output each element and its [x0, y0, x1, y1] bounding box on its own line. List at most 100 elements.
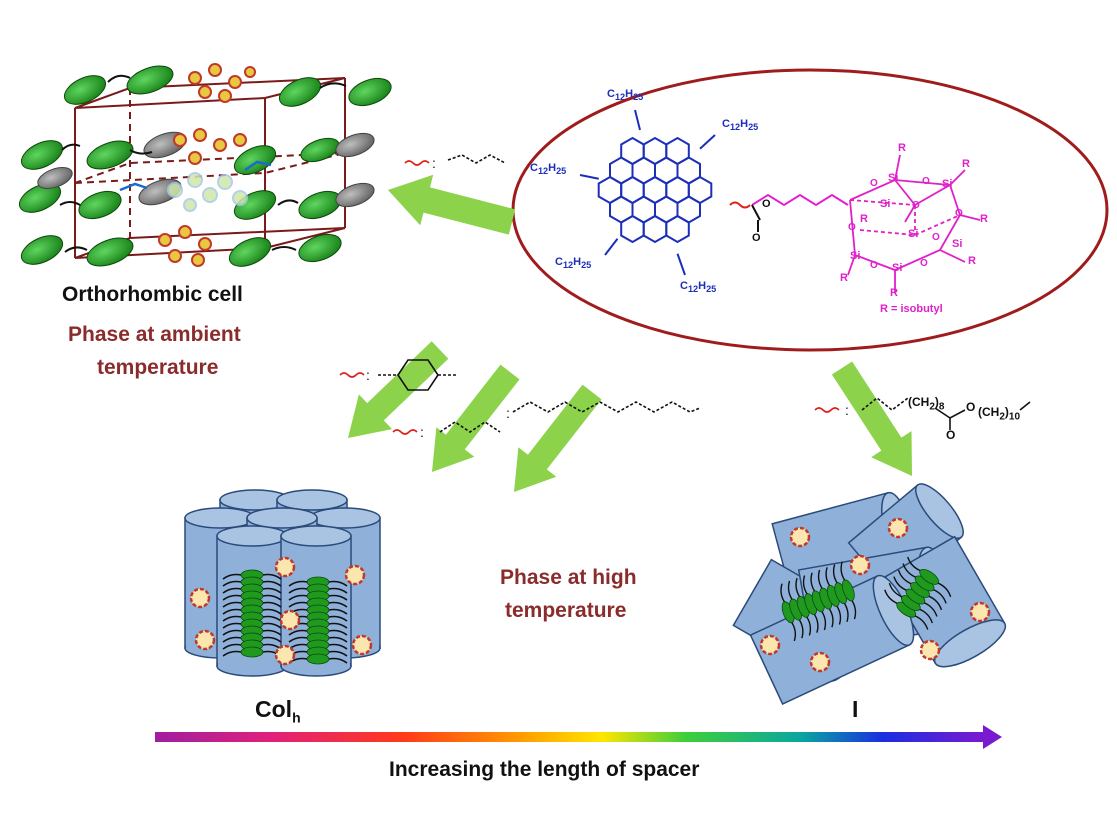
cylinder-top — [276, 489, 348, 511]
alkyl-tail — [222, 608, 282, 615]
green-arrow — [348, 341, 449, 438]
chain-25: 25 — [556, 166, 567, 177]
poss-cluster — [189, 587, 211, 609]
poss-clusters — [158, 63, 256, 267]
poss-si-1: Si — [888, 172, 899, 184]
spacer4-formula-b: (CH2)10 — [978, 405, 1020, 422]
poss-o-4: O — [848, 222, 856, 233]
poss-cluster — [887, 517, 909, 539]
alkyl-tail — [222, 636, 282, 643]
chain-h: H — [573, 256, 582, 268]
green-arrow — [388, 174, 516, 235]
poss-cluster — [759, 634, 781, 656]
chain-12: 12 — [537, 166, 549, 177]
chain-c: C — [530, 162, 538, 174]
alkyl-tail — [897, 569, 943, 611]
chain-25: 25 — [581, 260, 592, 271]
alkyl-tail — [832, 564, 849, 622]
alkyl-tail — [817, 569, 834, 628]
poss-si-3: Si — [880, 198, 891, 210]
ester-oxygen-1: O — [762, 198, 771, 210]
molecule-oval — [511, 68, 1109, 352]
chain-c: C — [680, 280, 688, 292]
high-phase-label-line1: Phase at high — [500, 566, 637, 589]
svg-text::: : — [366, 367, 370, 383]
chain-c: C — [555, 256, 563, 268]
chain-25: 25 — [633, 92, 644, 103]
poss-r-3: R — [980, 213, 988, 225]
hbc-chain-stub — [676, 253, 686, 276]
cylinder-top — [246, 507, 318, 529]
poss-o-8: O — [920, 258, 928, 269]
chain-label-top: C12H25 — [607, 88, 643, 102]
alkyl-tail — [795, 578, 812, 636]
poss-r-2: R — [962, 158, 970, 170]
poss-si-6: Si — [850, 250, 861, 262]
green-arrow — [432, 364, 520, 472]
chain-label-left: C12H25 — [530, 162, 566, 176]
chain-h: H — [625, 88, 634, 100]
hbc-core-structure — [579, 109, 716, 276]
poss-cluster — [194, 629, 216, 651]
colh-label: Colh — [255, 696, 301, 726]
alkyl-tail — [902, 563, 947, 604]
spacer-colons: ::: :: — [366, 155, 849, 440]
alkyl-tail — [893, 576, 938, 617]
poss-o-2: O — [922, 176, 930, 187]
tumbled-cylinder — [749, 574, 915, 706]
poss-cage-structure — [847, 154, 981, 292]
disc — [240, 646, 264, 658]
ambient-phase-label-line1: Phase at ambient — [68, 323, 241, 346]
spacer4-oxygen-2: O — [946, 428, 956, 442]
spacer4-ch-b: (CH — [978, 405, 1000, 419]
chain-25: 25 — [706, 284, 717, 295]
poss-o-5: O — [955, 208, 963, 219]
isotropic-label: I — [852, 696, 859, 722]
ester-spacer-chain — [729, 193, 849, 232]
alkyl-tail — [222, 594, 282, 601]
poss-r-1: R — [898, 142, 906, 154]
chain-12: 12 — [687, 284, 699, 295]
chain-12: 12 — [562, 260, 574, 271]
cylinder-top — [184, 507, 256, 529]
alkyl-tail — [222, 629, 282, 636]
chain-12: 12 — [614, 92, 626, 103]
chain-25: 25 — [748, 122, 759, 133]
poss-o-3: O — [912, 200, 920, 211]
spacer4-oxygen-1: O — [966, 400, 976, 414]
orthorhombic-cell-label: Orthorhombic cell — [62, 283, 243, 306]
hbc-chain-stub — [604, 238, 619, 256]
chain-label-top-right: C12H25 — [722, 118, 758, 132]
ester-oxygen-2: O — [752, 232, 761, 244]
spacer4-sub2: 2 — [929, 401, 935, 413]
spacer4-sub10: 10 — [1008, 411, 1021, 423]
spacer4-close-b: ) — [1004, 405, 1009, 419]
alkyl-tail — [787, 580, 804, 639]
orthorhombic-cell-illustration — [18, 63, 392, 267]
chain-12: 12 — [729, 122, 741, 133]
alkyl-tail — [288, 636, 348, 643]
cylinder-top — [309, 507, 381, 529]
alkyl-tail — [907, 556, 952, 598]
alkyl-tail — [222, 622, 282, 629]
spacer-glyphs — [339, 154, 1031, 435]
alkyl-tail — [780, 583, 797, 642]
poss-o-1: O — [870, 178, 878, 189]
poss-cluster — [274, 644, 296, 666]
svg-text::: : — [845, 402, 849, 418]
poss-cluster — [279, 609, 301, 631]
green-arrow — [514, 384, 602, 492]
disc-stack — [780, 561, 857, 642]
chain-label-bottom-left: C12H25 — [555, 256, 591, 270]
alkyl-tail — [884, 589, 929, 630]
alkyl-tail — [222, 587, 282, 594]
alkyl-tail — [288, 601, 348, 608]
alkyl-tail — [825, 567, 842, 625]
chain-h: H — [548, 162, 557, 174]
chain-c: C — [607, 88, 615, 100]
spacer-length-axis — [155, 725, 1002, 749]
colh-label-sub: h — [292, 709, 301, 726]
poss-r-7: R — [890, 287, 898, 299]
poss-si-4: Si — [908, 228, 919, 240]
